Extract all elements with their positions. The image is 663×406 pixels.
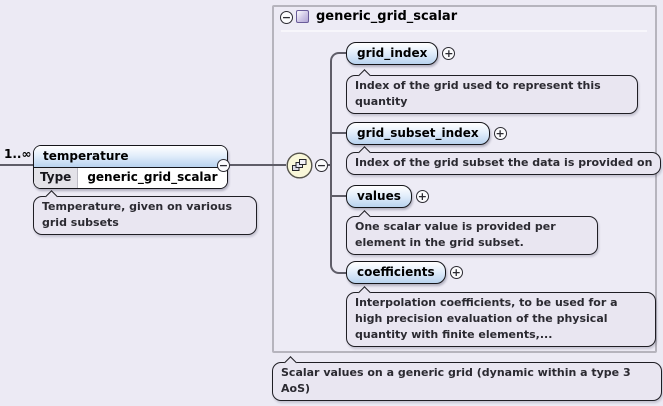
grid-index-expand-toggle[interactable]: + (442, 46, 456, 60)
annotation-generic-grid-scalar: Scalar values on a generic grid (dynamic… (272, 362, 662, 401)
connector-line (332, 195, 346, 197)
element-coefficients[interactable]: coefficients (346, 261, 446, 284)
sequence-icon[interactable] (286, 152, 313, 183)
element-name: temperature (34, 146, 227, 168)
connector-line (230, 164, 286, 166)
element-values[interactable]: values (346, 185, 412, 208)
complex-type-icon (296, 10, 309, 23)
type-label: Type (34, 168, 79, 188)
annotation-temperature: Temperature, given on various grid subse… (33, 196, 257, 235)
element-grid-index[interactable]: grid_index (346, 42, 439, 65)
annotation-grid-subset-index: Index of the grid subset the data is pro… (346, 152, 662, 175)
coefficients-expand-toggle[interactable]: + (449, 265, 463, 279)
cardinality-label: 1..∞ (4, 147, 32, 161)
connector-line (0, 164, 33, 166)
connector-line (332, 132, 346, 134)
connector-corner (330, 258, 346, 274)
values-expand-toggle[interactable]: + (415, 189, 429, 203)
annotation-values: One scalar value is provided per element… (346, 216, 598, 255)
annotation-grid-index: Index of the grid used to represent this… (346, 75, 638, 114)
panel-collapse-toggle[interactable]: − (280, 10, 293, 24)
connector-corner (330, 52, 346, 68)
sequence-collapse-toggle[interactable]: − (315, 158, 328, 172)
element-collapse-toggle[interactable]: − (217, 158, 230, 172)
connector-trunk (330, 66, 332, 260)
panel-header-separator (281, 30, 647, 32)
element-temperature[interactable]: temperature Type generic_grid_scalar (33, 145, 228, 189)
element-grid-subset-index[interactable]: grid_subset_index (346, 122, 490, 145)
panel-title: generic_grid_scalar (316, 9, 458, 24)
type-value: generic_grid_scalar (87, 170, 218, 184)
annotation-coefficients: Interpolation coefficients, to be used f… (346, 292, 656, 347)
grid-subset-index-expand-toggle[interactable]: + (493, 126, 507, 140)
